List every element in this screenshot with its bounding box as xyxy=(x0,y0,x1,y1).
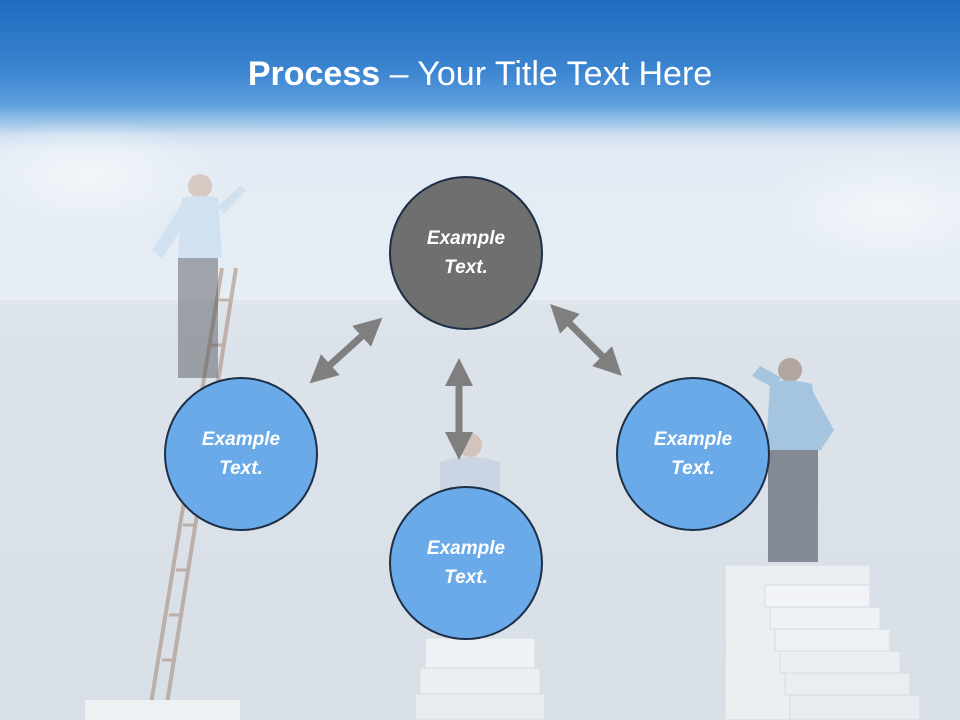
title-rest-part: – Your Title Text Here xyxy=(380,55,713,93)
arrow-top-right xyxy=(550,304,622,376)
node-bottom-label: Example Text. xyxy=(426,538,506,588)
right-person xyxy=(752,358,834,562)
arrow-top-left xyxy=(309,317,383,384)
node-top: Example Text. xyxy=(389,176,543,330)
cloud-right xyxy=(760,150,960,270)
cloud-left xyxy=(0,120,220,230)
title-bold-part: Process xyxy=(247,55,381,93)
node-top-label: Example Text. xyxy=(426,228,506,278)
node-left: Example Text. xyxy=(164,377,318,531)
person-icon xyxy=(152,174,246,378)
slide-title: Process – Your Title Text Here xyxy=(0,52,960,96)
left-pedestal xyxy=(85,700,240,720)
node-right-label: Example Text. xyxy=(653,429,733,479)
right-stairs xyxy=(724,564,921,720)
node-bottom: Example Text. xyxy=(389,486,543,640)
stairs-icon xyxy=(414,637,546,720)
node-right: Example Text. xyxy=(616,377,770,531)
header-band xyxy=(0,0,960,150)
node-left-label: Example Text. xyxy=(201,429,281,479)
